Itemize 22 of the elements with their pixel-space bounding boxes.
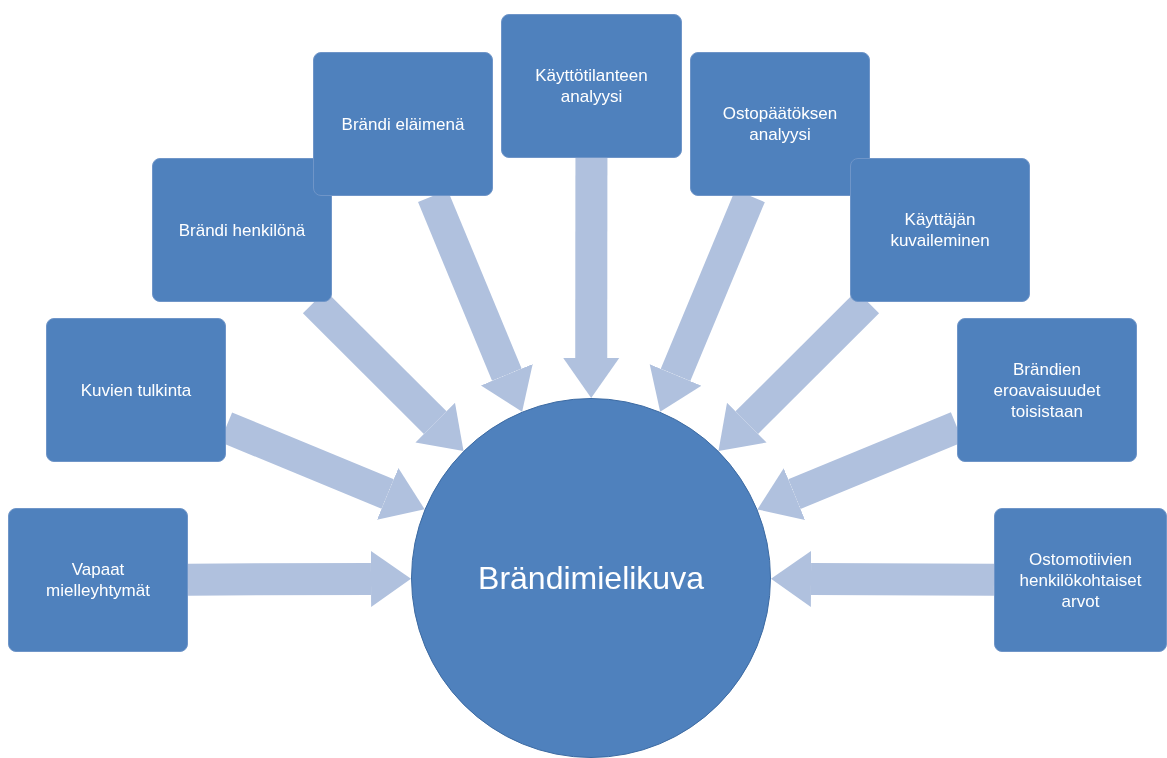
topic-box bbox=[152, 158, 332, 302]
circle-label: Brändimielikuva bbox=[478, 559, 704, 598]
box-label: Vapaat mielleyhtymät bbox=[45, 559, 151, 601]
box-label: Brändi henkilönä bbox=[178, 219, 306, 241]
box-label: Ostomotiivien henkilökohtaiset arvot bbox=[1018, 548, 1143, 612]
block-arrow bbox=[771, 550, 995, 607]
topic-box bbox=[957, 318, 1137, 462]
topic-box bbox=[8, 508, 188, 652]
block-arrow bbox=[563, 157, 620, 398]
topic-box bbox=[994, 508, 1167, 652]
topic-box bbox=[46, 318, 226, 462]
topic-box bbox=[690, 52, 870, 196]
box-label: Kuvien tulkinta bbox=[80, 379, 192, 401]
block-arrow bbox=[187, 550, 411, 607]
box-label: Brändi eläimenä bbox=[341, 113, 465, 135]
box-label: Brändien eroavaisuudet toisistaan bbox=[992, 358, 1102, 422]
topic-box bbox=[313, 52, 493, 196]
box-label: Käyttäjän kuvaileminen bbox=[889, 209, 991, 251]
topic-box bbox=[850, 158, 1030, 302]
topic-box bbox=[501, 14, 682, 158]
box-label: Käyttötilanteen analyysi bbox=[534, 65, 649, 107]
box-label: Ostopäätöksen analyysi bbox=[721, 103, 839, 145]
